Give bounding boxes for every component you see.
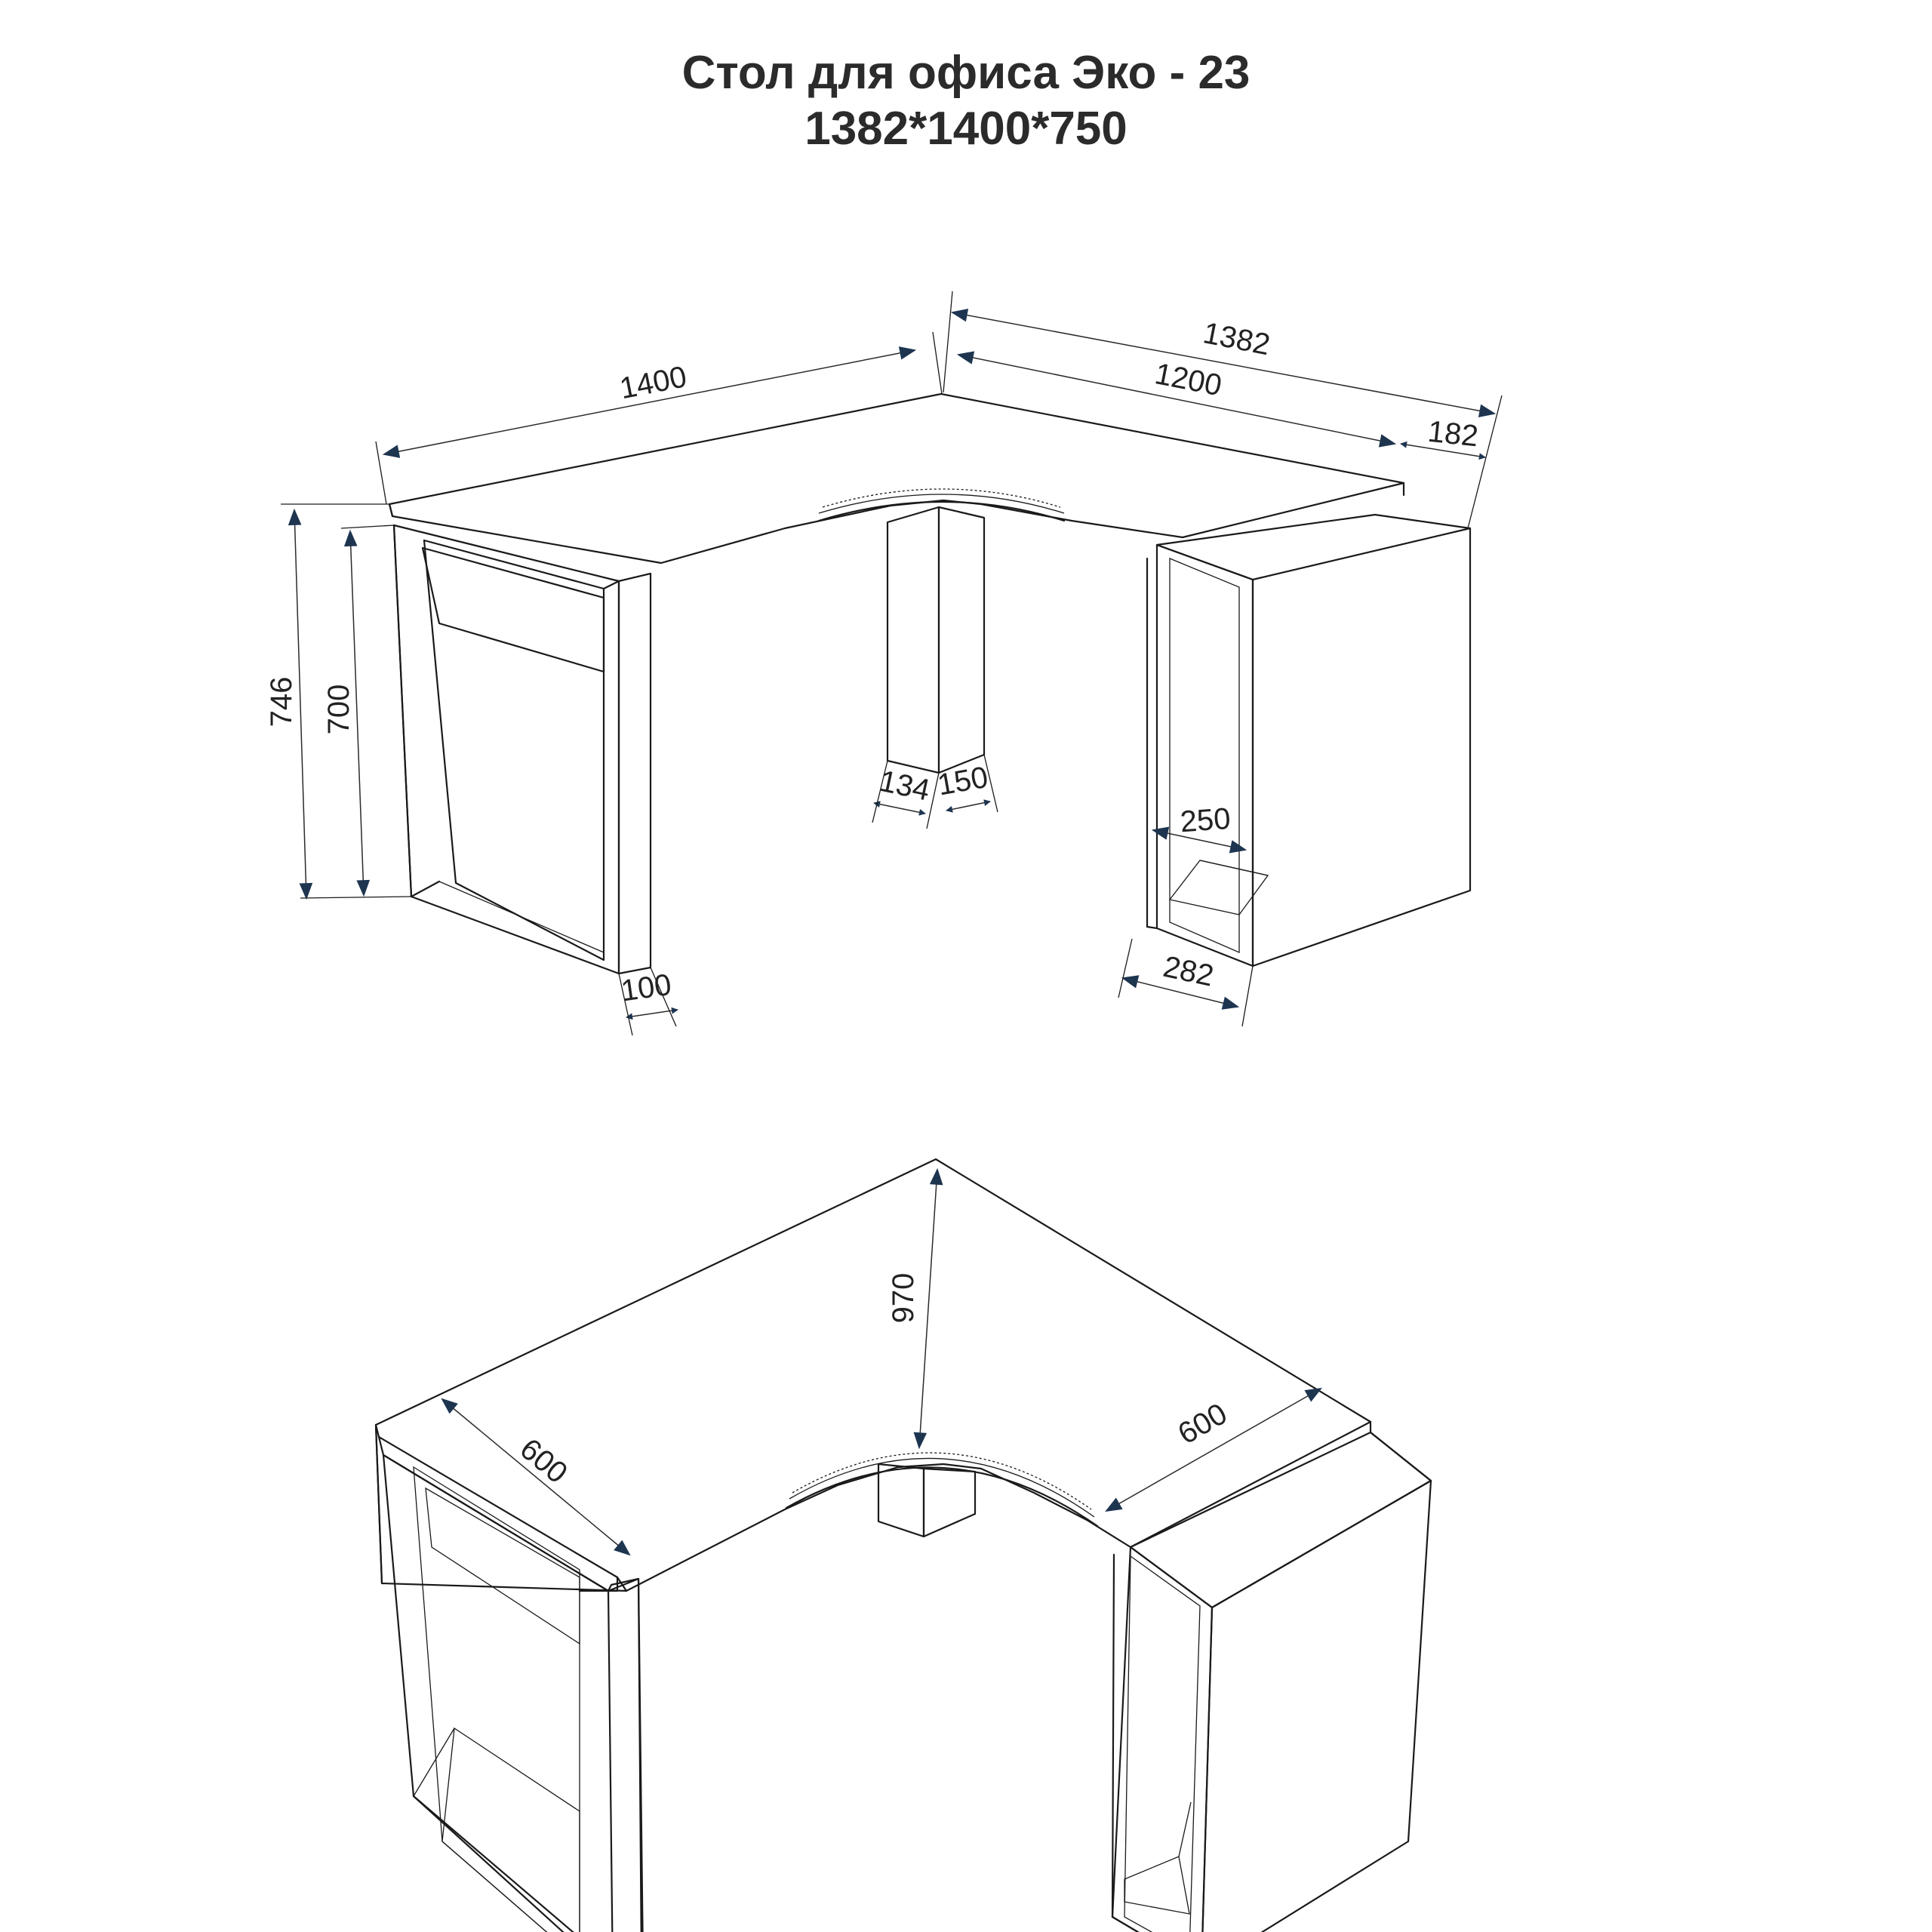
dim-width-top: 1400 — [617, 360, 690, 405]
diagram-title: Стол для офиса Эко - 23 — [681, 47, 1251, 99]
right-pedestal-top-view — [1111, 1431, 1432, 1932]
dim-leg-thickness: 100 — [619, 968, 673, 1008]
desk-front-view: 1400 1382 1200 182 746 700 100 134 — [265, 291, 1503, 1036]
desk-top-view: 970 600 600 — [374, 1158, 1432, 1932]
dim-height-leg: 700 — [322, 685, 355, 735]
left-leg-panel — [392, 524, 652, 975]
corner-leg — [886, 506, 986, 774]
dim-wing-right: 600 — [1173, 1397, 1233, 1451]
dim-depth-total: 1382 — [1201, 316, 1273, 361]
dim-depth-main: 1200 — [1152, 357, 1225, 402]
dim-corner-leg-a: 134 — [876, 764, 932, 808]
left-leg-panel-top-view — [377, 1435, 644, 1932]
tabletop-top-view — [374, 1158, 1372, 1592]
diagram-subtitle-dimensions: 1382*1400*750 — [804, 103, 1128, 155]
corner-leg-top-view — [877, 1463, 977, 1538]
right-pedestal — [1146, 513, 1472, 968]
dim-diagonal: 970 — [887, 1273, 920, 1324]
dim-corner-leg-b: 150 — [935, 761, 990, 802]
dim-pedestal-inner: 250 — [1179, 802, 1232, 839]
dim-wing-left: 600 — [514, 1432, 574, 1491]
dim-extension: 182 — [1426, 415, 1480, 454]
dim-pedestal-width: 282 — [1160, 950, 1216, 993]
dim-height-total: 746 — [265, 677, 298, 728]
tabletop-front-view — [388, 392, 1405, 565]
